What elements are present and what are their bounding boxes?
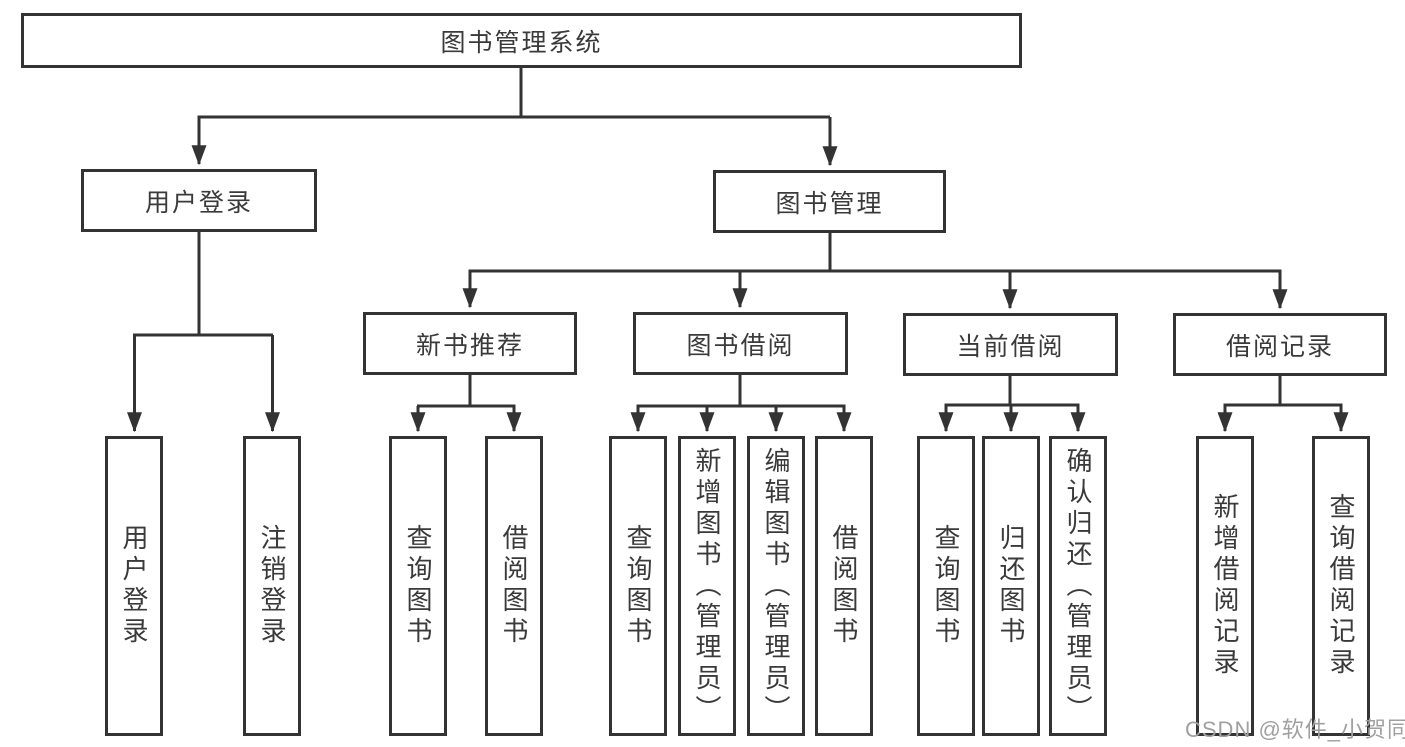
leaf-query-borrow-record-label: 查询借阅记录 [1326, 493, 1356, 679]
leaf-confirm-return-admin: 确认归还（管理员） [1049, 436, 1107, 736]
leaf-add-book-admin-label: 新增图书（管理员） [692, 446, 722, 726]
leaf-edit-book-admin-label: 编辑图书（管理员） [761, 446, 791, 726]
node-book-management-label: 图书管理 [775, 189, 884, 218]
node-new-book-recommend-label: 新书推荐 [415, 331, 524, 360]
leaf-query-borrow-record: 查询借阅记录 [1312, 436, 1370, 736]
leaf-borrow-books: 借阅图书 [815, 436, 873, 736]
node-borrow-records: 借阅记录 [1173, 313, 1387, 376]
node-root-label: 图书管理系统 [440, 28, 603, 57]
leaf-return-book: 归还图书 [982, 436, 1040, 736]
leaf-logout-label: 注销登录 [257, 524, 287, 648]
node-book-management: 图书管理 [713, 170, 946, 233]
leaf-borrow-books-recommend: 借阅图书 [485, 436, 543, 736]
leaf-edit-book-admin: 编辑图书（管理员） [747, 436, 805, 736]
leaf-return-book-label: 归还图书 [996, 524, 1026, 648]
node-root: 图书管理系统 [21, 13, 1022, 68]
leaf-add-borrow-record: 新增借阅记录 [1196, 436, 1254, 736]
node-current-borrow-label: 当前借阅 [956, 332, 1065, 361]
node-borrow-records-label: 借阅记录 [1225, 332, 1334, 361]
leaf-add-borrow-record-label: 新增借阅记录 [1210, 493, 1240, 679]
leaf-borrow-books-recommend-label: 借阅图书 [499, 524, 529, 648]
node-book-borrow: 图书借阅 [633, 312, 848, 375]
node-current-borrow: 当前借阅 [903, 313, 1118, 376]
leaf-query-books-recommend-label: 查询图书 [403, 524, 433, 648]
node-user-login-label: 用户登录 [144, 188, 253, 217]
node-book-borrow-label: 图书借阅 [686, 331, 795, 360]
leaf-query-books-borrow-label: 查询图书 [623, 524, 653, 648]
leaf-query-books-borrow: 查询图书 [609, 436, 667, 736]
leaf-add-book-admin: 新增图书（管理员） [678, 436, 736, 736]
leaf-confirm-return-admin-label: 确认归还（管理员） [1063, 446, 1093, 726]
leaf-query-books-recommend: 查询图书 [389, 436, 447, 736]
leaf-logout: 注销登录 [243, 436, 301, 736]
leaf-user-login: 用户登录 [105, 436, 163, 736]
leaf-borrow-books-label: 借阅图书 [829, 524, 859, 648]
node-user-login: 用户登录 [81, 169, 317, 232]
leaf-query-books-current: 查询图书 [917, 436, 975, 736]
leaf-user-login-label: 用户登录 [119, 524, 149, 648]
watermark: CSDN @软件_小贺同学 [1185, 717, 1405, 742]
leaf-query-books-current-label: 查询图书 [931, 524, 961, 648]
node-new-book-recommend: 新书推荐 [363, 312, 577, 375]
